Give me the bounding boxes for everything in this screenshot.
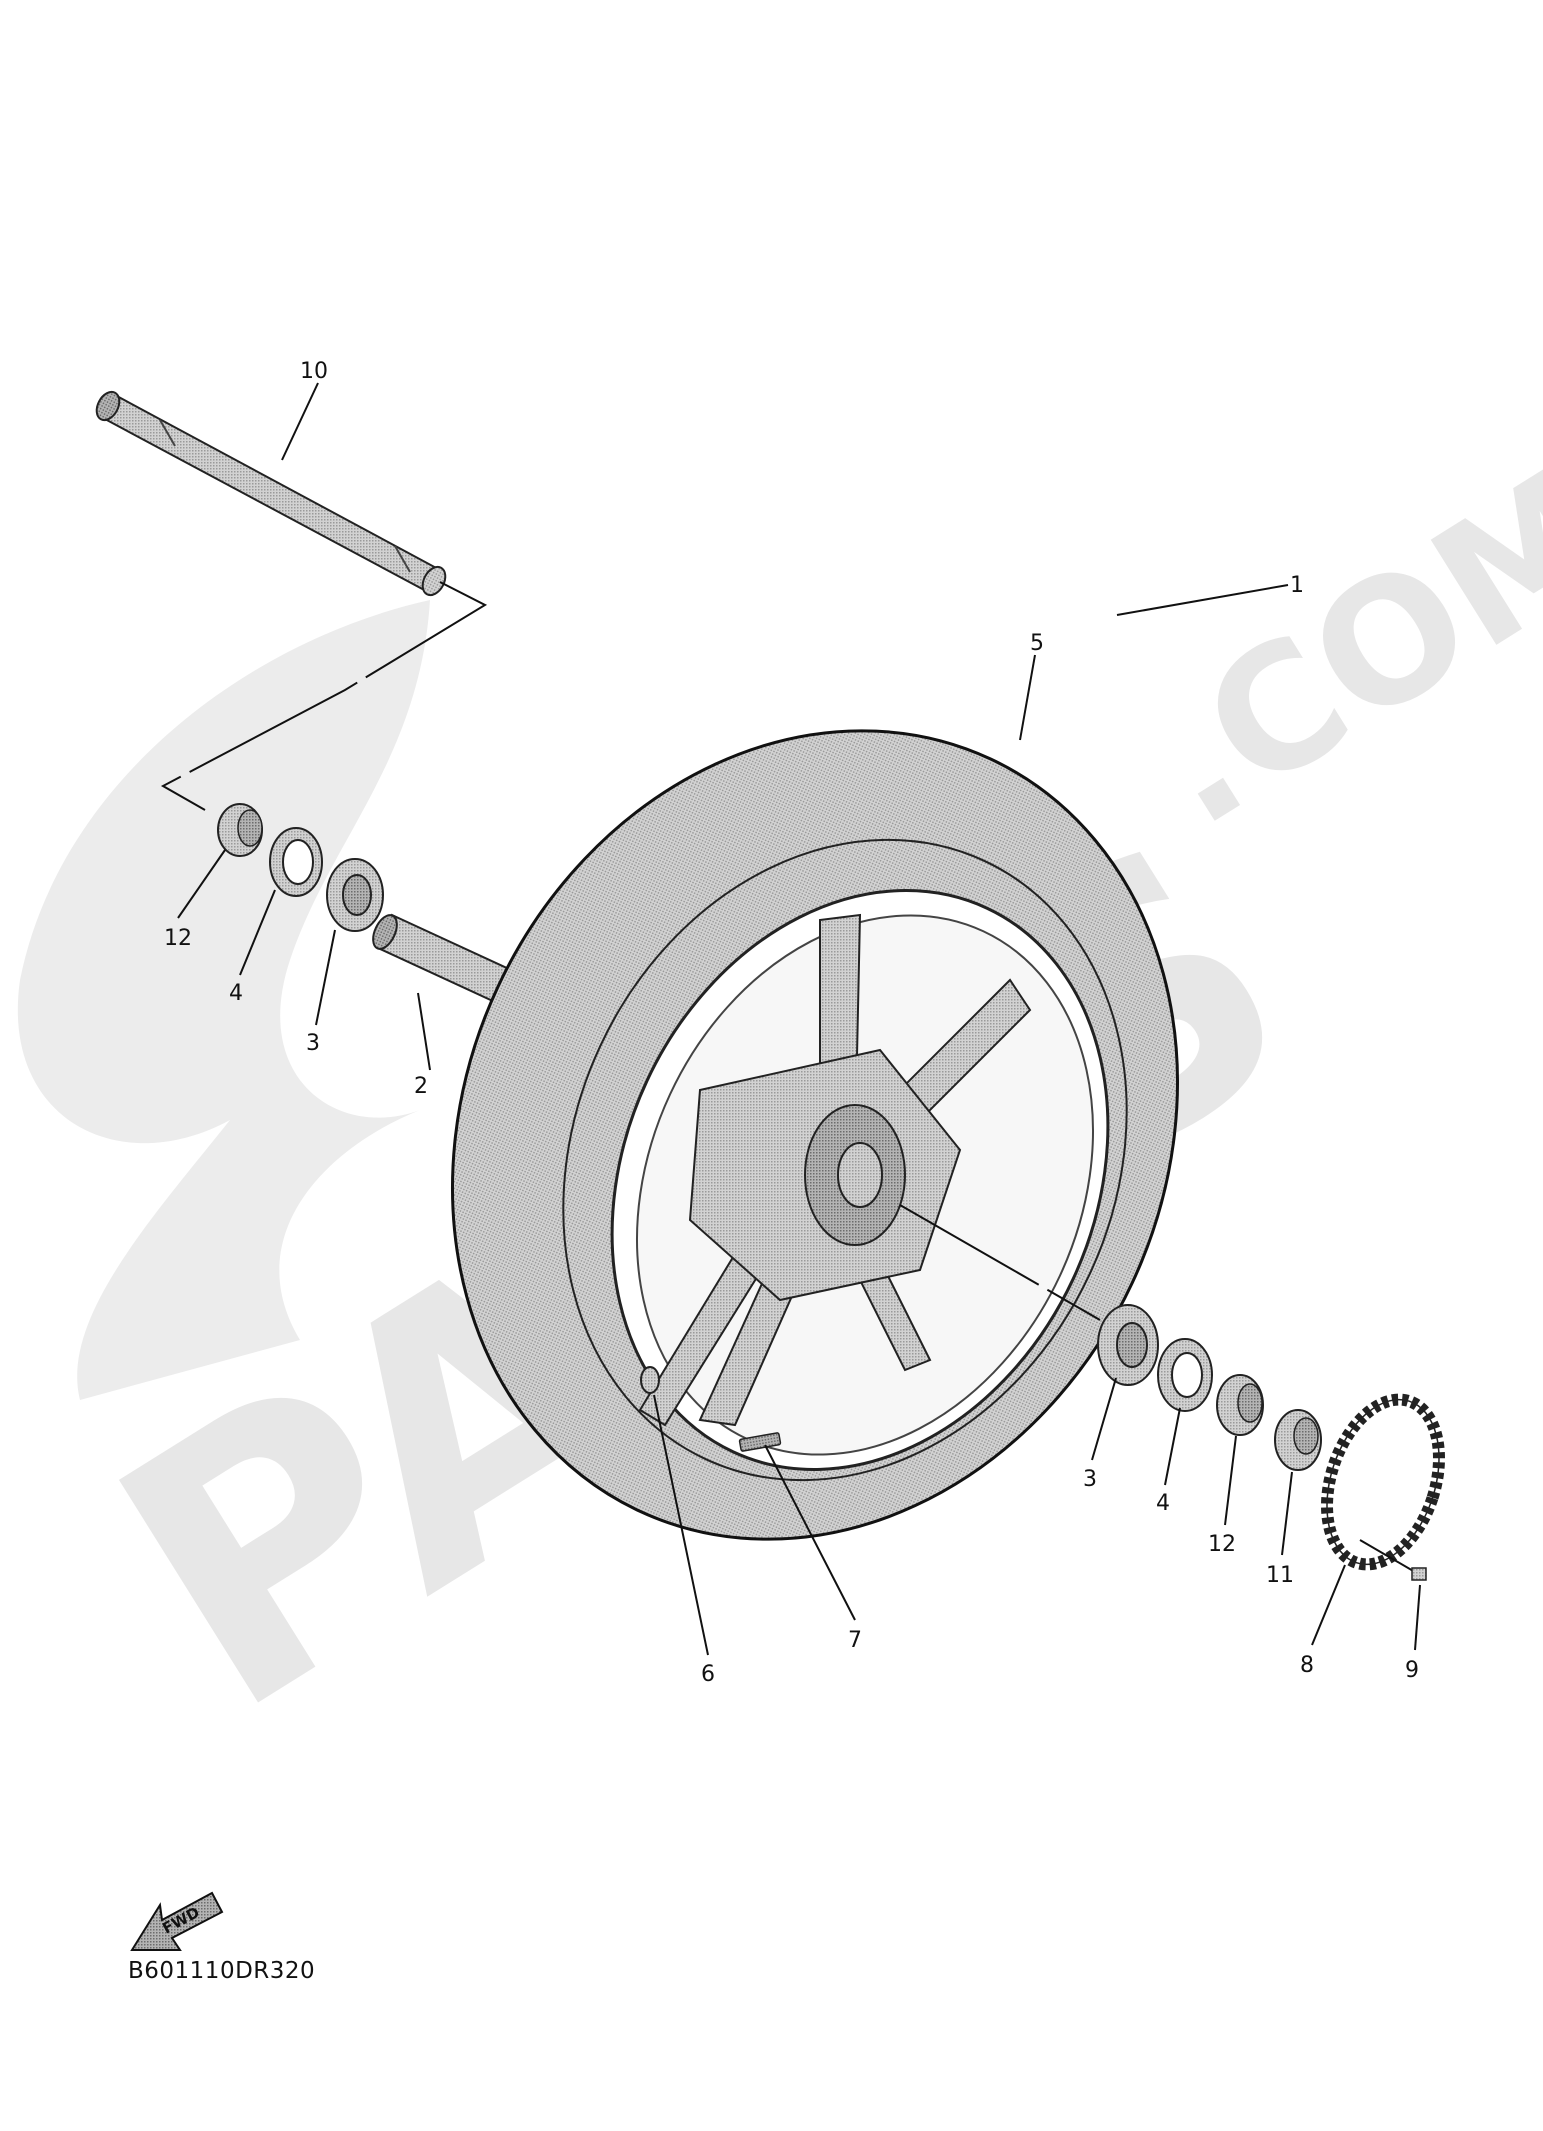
callout-5: 5 xyxy=(1030,631,1044,656)
callout-9: 9 xyxy=(1405,1658,1419,1683)
callout-12-right: 12 xyxy=(1208,1532,1236,1557)
collar-part-11 xyxy=(1274,1409,1322,1471)
oil-seal-part-4-right xyxy=(1157,1338,1213,1412)
callout-8: 8 xyxy=(1300,1653,1314,1678)
callouts: 10 5 1 2 3 4 12 6 7 3 4 12 11 8 9 xyxy=(164,359,1419,1687)
callout-2: 2 xyxy=(414,1074,428,1099)
callout-11: 11 xyxy=(1266,1563,1294,1588)
callout-10: 10 xyxy=(300,359,328,384)
bearing-part-3-right xyxy=(1097,1304,1159,1386)
balance-weight-part-7 xyxy=(738,1432,782,1452)
wheel-tire-assembly xyxy=(451,729,1179,1541)
axle-part-10 xyxy=(95,390,447,597)
diagram-code: B601110DR320 xyxy=(128,1958,316,1984)
callout-3-right: 3 xyxy=(1083,1467,1097,1492)
collar-part-12-left xyxy=(217,803,263,857)
valve-part-6 xyxy=(640,1366,660,1394)
callout-7: 7 xyxy=(848,1628,862,1653)
callout-4-right: 4 xyxy=(1156,1491,1170,1516)
oil-seal-part-4-left xyxy=(269,827,323,897)
callout-4-left: 4 xyxy=(229,981,243,1006)
callout-1: 1 xyxy=(1290,573,1304,598)
screw-part-9 xyxy=(1411,1567,1427,1581)
fwd-arrow-icon: FWD xyxy=(130,1891,224,1951)
watermark-domain: .COM xyxy=(1117,430,1543,864)
wheel-hub xyxy=(688,1048,962,1302)
leader-lines xyxy=(177,382,1421,1656)
callout-12-left: 12 xyxy=(164,926,192,951)
callout-6: 6 xyxy=(701,1662,715,1687)
bearing-part-3-left xyxy=(326,858,384,932)
watermark-logo-swoosh xyxy=(17,600,431,1400)
assembly-line-hub xyxy=(899,1204,1101,1321)
sensor-rotor-part-8 xyxy=(1321,1393,1445,1571)
collar-part-12-right xyxy=(1216,1374,1264,1436)
callout-3-left: 3 xyxy=(306,1031,320,1056)
assembly-line-rotor xyxy=(1359,1539,1416,1573)
assembly-line-axle xyxy=(160,581,488,811)
